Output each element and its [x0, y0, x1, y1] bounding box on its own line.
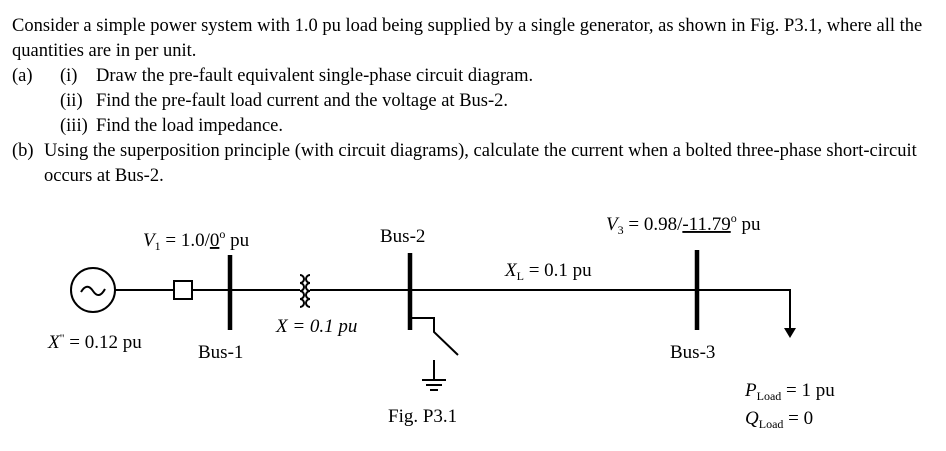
fault-switch — [410, 317, 459, 380]
v1-label: V1 = 1.0/0o pu — [143, 227, 250, 253]
part-a-label: (a) — [12, 66, 33, 86]
bus3-label: Bus-3 — [670, 342, 715, 363]
ground-icon — [422, 379, 446, 391]
part-a-iii-label: (iii) — [60, 116, 88, 136]
part-b: (b) Using the superposition principle (wi… — [12, 139, 937, 189]
bus1-label: Bus-1 — [198, 342, 243, 363]
load-wire — [697, 289, 791, 330]
xd-label: X" = 0.12 pu — [47, 331, 142, 353]
part-a-i-label: (i) — [60, 66, 78, 86]
xl-label: XL = 0.1 pu — [504, 260, 592, 283]
generator-symbol — [70, 267, 116, 313]
figure-caption: Fig. P3.1 — [388, 406, 457, 427]
problem-statement: Consider a simple power system with 1.0 … — [12, 14, 937, 189]
x-transformer-label: X = 0.1 pu — [275, 316, 357, 337]
part-a-i: (a) (i) Draw the pre-fault equivalent sing… — [12, 64, 937, 89]
bus2-label: Bus-2 — [380, 226, 425, 247]
v3-label: V3 = 0.98/-11.79o pu — [606, 211, 761, 237]
qload-label: QLoad = 0 — [745, 408, 813, 431]
part-b-label: (b) — [12, 141, 34, 161]
part-a-iii-text: Find the load impedance. — [96, 116, 284, 136]
transformer-symbol — [299, 274, 311, 308]
part-a-ii: (ii) Find the pre-fault load current and … — [12, 89, 937, 114]
part-a-ii-label: (ii) — [60, 91, 83, 111]
pload-label: PLoad = 1 pu — [744, 380, 835, 403]
part-b-text: Using the superposition principle (with … — [44, 141, 917, 186]
load-arrow-icon — [784, 328, 796, 338]
breaker-box — [173, 280, 193, 300]
part-a-ii-text: Find the pre-fault load current and the … — [96, 91, 509, 111]
part-a-i-text: Draw the pre-fault equivalent single-pha… — [96, 66, 534, 86]
intro-text: Consider a simple power system with 1.0 … — [12, 16, 923, 61]
part-a-iii: (iii) Find the load impedance. — [12, 114, 937, 139]
